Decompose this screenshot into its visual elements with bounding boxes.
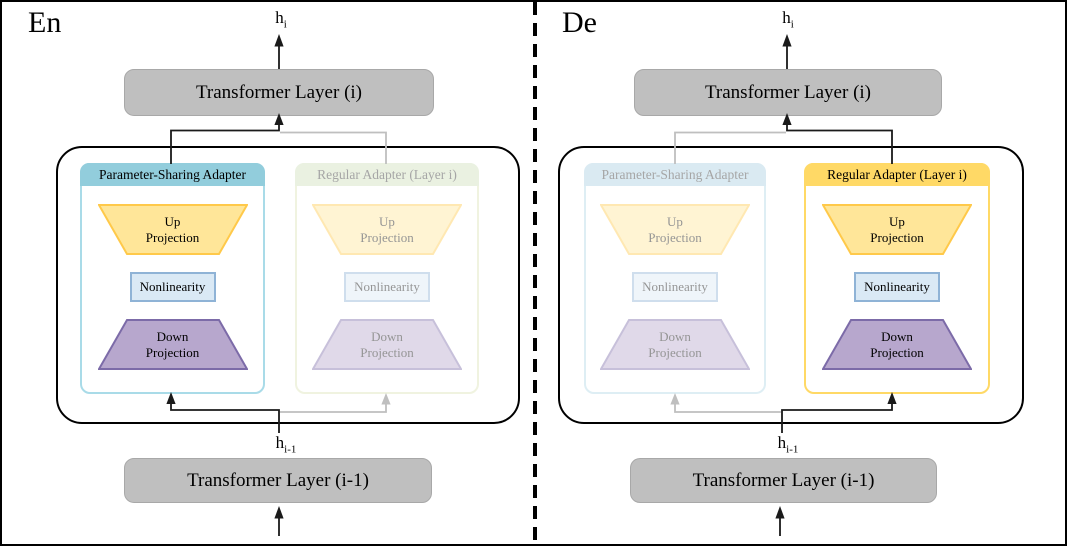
down-projection-trapezoid: Down Projection xyxy=(97,319,248,370)
up-projection-label: Up Projection xyxy=(870,213,924,245)
panel-en: En hi Transformer Layer (i) Parameter-Sh… xyxy=(2,2,536,544)
adapter-parameter-sharing: Parameter-Sharing Adapter Up Projection … xyxy=(80,163,265,394)
adapter-header: Regular Adapter (Layer i) xyxy=(804,163,990,186)
nonlinearity-box: Nonlinearity xyxy=(129,272,216,302)
adapter-components: Up Projection Nonlinearity Down Projecti… xyxy=(295,185,479,394)
adapter-regular: Regular Adapter (Layer i) Up Projection … xyxy=(295,163,479,394)
panel-label-de: De xyxy=(562,6,597,39)
adapter-components: Up Projection Nonlinearity Down Projecti… xyxy=(80,185,265,394)
adapter-regular: Regular Adapter (Layer i) Up Projection … xyxy=(804,163,990,394)
nonlinearity-box: Nonlinearity xyxy=(632,272,718,302)
panel-label-en: En xyxy=(28,6,62,39)
output-label-hi: hi xyxy=(782,8,794,31)
up-projection-label: Up Projection xyxy=(648,213,702,245)
adapter-parameter-sharing: Parameter-Sharing Adapter Up Projection … xyxy=(584,163,766,394)
up-projection-trapezoid: Up Projection xyxy=(97,204,248,255)
adapter-header: Parameter-Sharing Adapter xyxy=(80,163,265,186)
down-projection-trapezoid: Down Projection xyxy=(312,319,462,370)
down-projection-trapezoid: Down Projection xyxy=(822,319,972,370)
nonlinearity-box: Nonlinearity xyxy=(854,272,940,302)
up-projection-trapezoid: Up Projection xyxy=(600,204,750,255)
up-projection-trapezoid: Up Projection xyxy=(312,204,462,255)
transformer-layer-i-minus-1-box: Transformer Layer (i-1) xyxy=(630,458,937,503)
transformer-layer-i-box: Transformer Layer (i) xyxy=(634,69,942,116)
nonlinearity-box: Nonlinearity xyxy=(344,272,430,302)
down-projection-trapezoid: Down Projection xyxy=(600,319,750,370)
input-label-hi-1: hi-1 xyxy=(777,433,799,456)
adapter-header: Regular Adapter (Layer i) xyxy=(295,163,479,186)
down-projection-label: Down Projection xyxy=(145,328,200,360)
down-projection-label: Down Projection xyxy=(360,328,414,360)
transformer-layer-i-box: Transformer Layer (i) xyxy=(124,69,434,116)
up-projection-label: Up Projection xyxy=(360,213,414,245)
transformer-layer-i-minus-1-box: Transformer Layer (i-1) xyxy=(124,458,432,503)
adapter-body xyxy=(295,163,479,394)
adapter-header: Parameter-Sharing Adapter xyxy=(584,163,766,186)
down-projection-label: Down Projection xyxy=(648,328,702,360)
adapter-components: Up Projection Nonlinearity Down Projecti… xyxy=(804,185,990,394)
panel-divider-dashed-line xyxy=(533,2,537,544)
up-projection-label: Up Projection xyxy=(145,213,200,245)
adapter-components: Up Projection Nonlinearity Down Projecti… xyxy=(584,185,766,394)
input-label-hi-1: hi-1 xyxy=(275,433,297,456)
adapter-body xyxy=(584,163,766,394)
up-projection-trapezoid: Up Projection xyxy=(822,204,972,255)
panel-de: De hi Transformer Layer (i) Parameter-Sh… xyxy=(536,2,1065,544)
output-label-hi: hi xyxy=(275,8,287,31)
down-projection-label: Down Projection xyxy=(870,328,924,360)
